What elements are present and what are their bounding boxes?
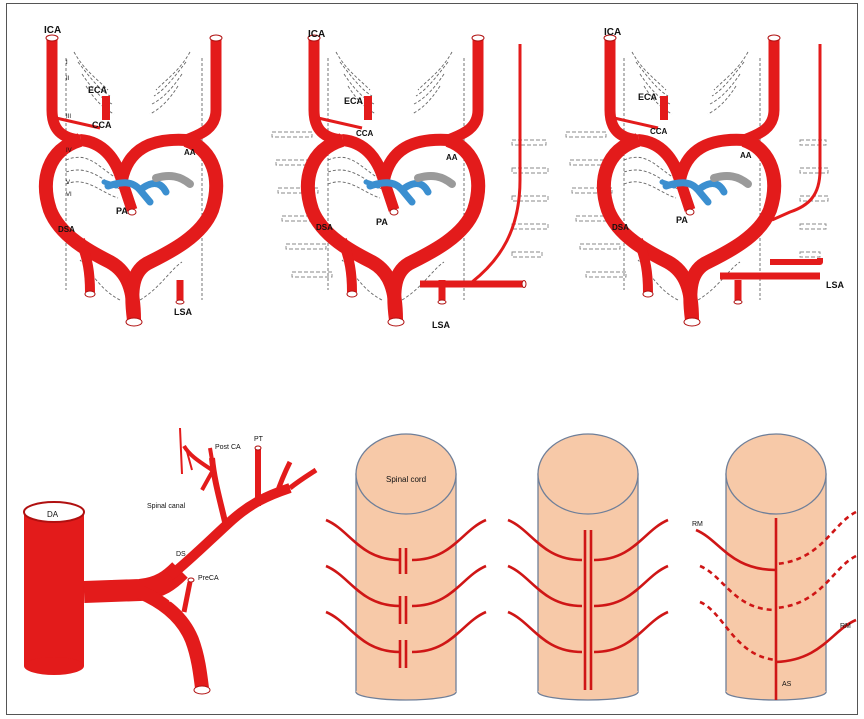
label-da: DA: [47, 510, 59, 519]
arch-diagram: [46, 35, 222, 326]
cord-1: Spinal cord: [326, 434, 486, 700]
cord-3: RM RM AS: [692, 434, 856, 700]
svg-text:IV: IV: [66, 148, 72, 154]
intercostal-branch: [770, 258, 820, 262]
label-spinal-canal: Spinal canal: [147, 503, 186, 510]
panel-top-3: ICA ECA CCA AA PA DSA LSA: [566, 27, 845, 326]
label-aa: AA: [184, 148, 196, 157]
ribs-right: [800, 140, 828, 257]
svg-text:I: I: [66, 60, 68, 66]
svg-text:III: III: [66, 114, 71, 120]
cord-2: [508, 434, 668, 700]
label-rm-left: RM: [692, 521, 703, 528]
label-aa: AA: [446, 153, 458, 162]
label-lsa: LSA: [432, 320, 451, 330]
segmental-trunk: [84, 570, 180, 592]
label-post-ca: Post CA: [215, 444, 241, 451]
label-pa: PA: [676, 215, 688, 225]
label-vs: VS: [168, 598, 176, 604]
label-pa: PA: [376, 217, 388, 227]
label-ica: ICA: [308, 29, 325, 40]
label-as: AS: [782, 681, 792, 688]
label-pt: PT: [254, 436, 264, 443]
svg-text:VI: VI: [66, 192, 72, 198]
segmental-artery-diagram: DA Post CA PT Spinal canal DS IS VS PreC…: [24, 428, 316, 694]
pre-central-artery: [184, 582, 190, 612]
panel-top-1: ICA ECA CCA AA PA DSA LSA I II III IV V …: [44, 25, 222, 326]
label-rm-right: RM: [840, 623, 851, 630]
ventral-branch: [140, 592, 202, 688]
ribs-right: [512, 140, 548, 257]
label-ds: DS: [176, 551, 186, 558]
label-eca: ECA: [344, 96, 364, 106]
label-eca: ECA: [88, 85, 108, 95]
dorsal-branch: [170, 488, 290, 576]
radicular-arteries: [696, 512, 856, 700]
label-lsa: LSA: [826, 280, 845, 290]
post-central-branch: [212, 458, 226, 526]
label-preca: PreCA: [198, 575, 219, 582]
label-ica: ICA: [44, 25, 61, 36]
label-cca: CCA: [356, 129, 374, 138]
label-dsa: DSA: [612, 223, 629, 232]
label-ica: ICA: [604, 27, 621, 38]
svg-text:II: II: [66, 76, 70, 82]
arch-numerals: I II III IV V VI: [66, 60, 72, 198]
label-cca: CCA: [92, 120, 112, 130]
label-dsa: DSA: [316, 223, 333, 232]
dorsal-aorta: [24, 512, 84, 666]
panel-top-2: ICA ECA CCA AA PA DSA LSA: [272, 29, 548, 330]
label-cca: CCA: [650, 127, 668, 136]
label-dsa: DSA: [58, 225, 75, 234]
label-pa: PA: [116, 206, 128, 216]
label-lsa: LSA: [174, 307, 193, 317]
label-eca: ECA: [638, 92, 658, 102]
label-aa: AA: [740, 151, 752, 160]
label-is: IS: [108, 576, 114, 582]
label-spinal-cord: Spinal cord: [386, 475, 426, 484]
svg-text:V: V: [66, 180, 70, 186]
arch-diagram: [604, 35, 780, 326]
